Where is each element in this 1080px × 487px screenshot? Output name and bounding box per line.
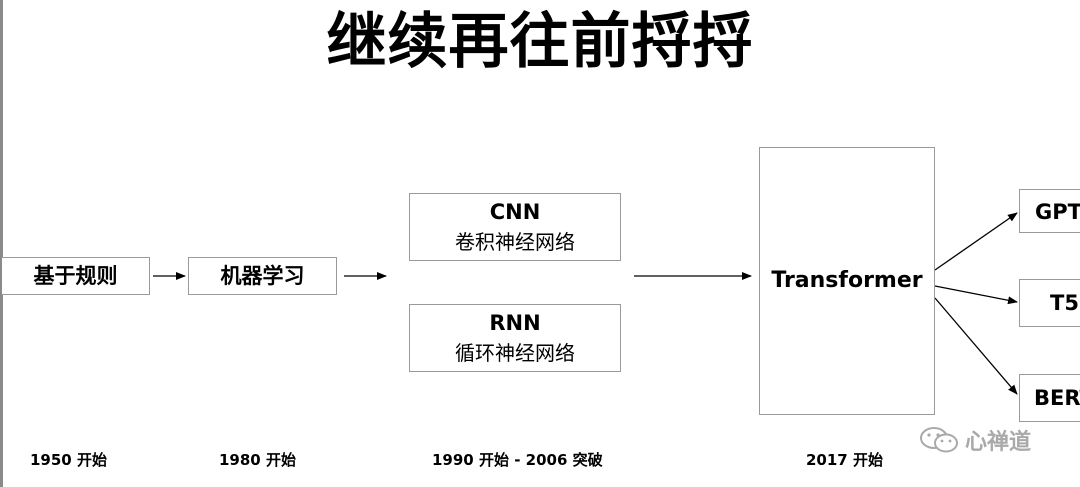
box-rule-based-label: 基于规则 [33, 264, 118, 288]
box-t5-label: T5 [1050, 291, 1079, 315]
box-bert-label: BERT [1034, 386, 1080, 410]
box-cnn: CNN 卷积神经网络 [409, 193, 621, 261]
box-rnn-desc: 循环神经网络 [455, 341, 575, 365]
wechat-icon [919, 426, 959, 454]
left-edge-rule [0, 0, 3, 487]
box-machine-learning: 机器学习 [188, 257, 337, 295]
box-rnn: RNN 循环神经网络 [409, 304, 621, 372]
box-rnn-name: RNN [489, 311, 541, 335]
box-t5: T5 [1019, 279, 1080, 327]
box-rule-based: 基于规则 [2, 257, 150, 295]
arrow-transformer-to-gpt [934, 212, 1018, 271]
watermark: 心禅道 [919, 425, 1031, 455]
box-transformer-label: Transformer [771, 268, 923, 293]
box-cnn-name: CNN [489, 200, 541, 224]
box-bert: BERT [1019, 374, 1080, 422]
slide-title: 继续再往前捋捋 [326, 7, 754, 77]
arrow-transformer-to-bert [934, 297, 1018, 395]
watermark-text: 心禅道 [965, 430, 1032, 455]
box-machine-learning-label: 机器学习 [220, 264, 305, 288]
timeline-1980: 1980 开始 [219, 451, 296, 469]
box-transformer: Transformer [759, 147, 935, 415]
timeline-2017: 2017 开始 [806, 451, 883, 469]
arrow-transformer-to-t5 [934, 285, 1018, 305]
box-cnn-desc: 卷积神经网络 [455, 230, 575, 254]
timeline-1990-2006: 1990 开始 - 2006 突破 [432, 451, 603, 469]
box-gpt: GPT [1019, 189, 1080, 233]
box-gpt-label: GPT [1035, 200, 1080, 224]
timeline-1950: 1950 开始 [30, 451, 107, 469]
